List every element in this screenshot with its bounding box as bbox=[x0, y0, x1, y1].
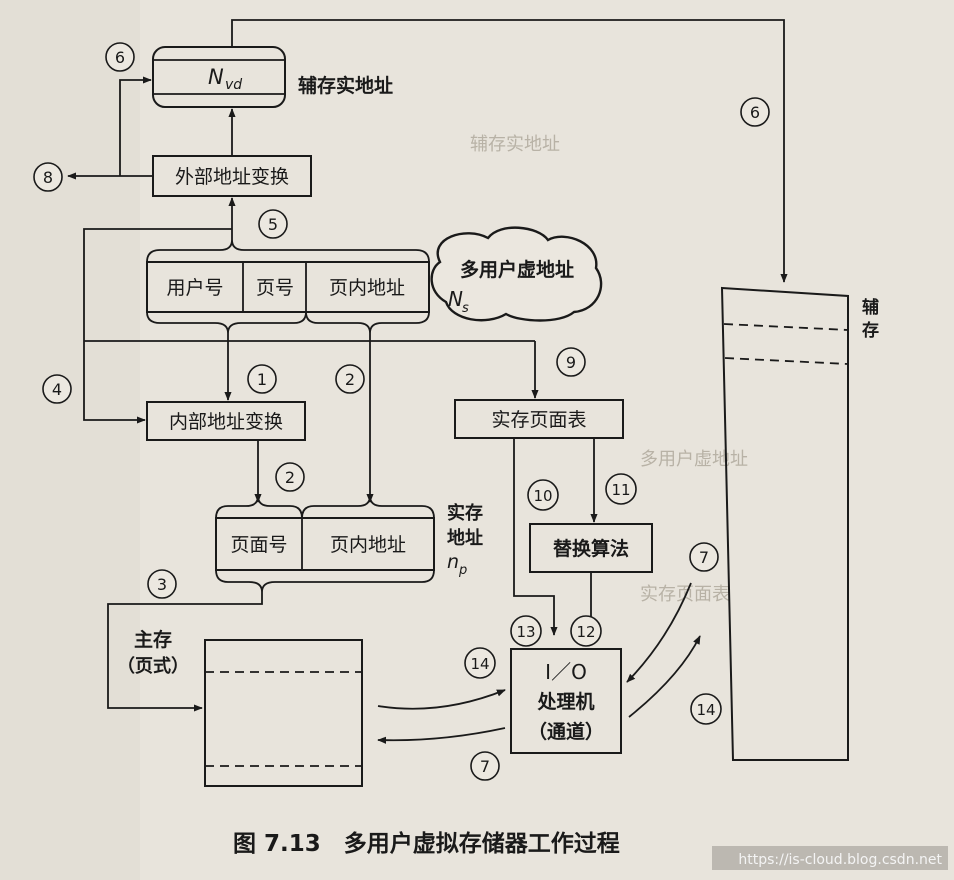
io-processor-label: （通道） bbox=[528, 720, 604, 743]
arrow-7-to-memory bbox=[377, 727, 506, 744]
step-marker-13: 13 bbox=[510, 615, 542, 647]
step-number: 14 bbox=[470, 655, 489, 673]
ns-subscript: s bbox=[462, 301, 469, 316]
arrow-7-from-aux bbox=[626, 582, 692, 683]
step-number: 10 bbox=[533, 487, 552, 505]
step-marker-4: 4 bbox=[42, 374, 72, 404]
step-number: 8 bbox=[43, 168, 53, 187]
main-memory-label: 主存 bbox=[134, 628, 172, 651]
real-page-table-label: 实存页面表 bbox=[491, 409, 586, 431]
step-number: 11 bbox=[611, 481, 630, 499]
step-marker-11: 11 bbox=[605, 473, 637, 505]
step-number: 5 bbox=[268, 215, 278, 234]
step-marker-6: 6 bbox=[105, 42, 135, 72]
page-number-field: 页号 bbox=[256, 277, 294, 299]
external-transform-label: 外部地址变换 bbox=[175, 166, 289, 188]
aux-storage-box bbox=[720, 286, 849, 761]
loop-5 bbox=[83, 228, 232, 341]
io-processor-box bbox=[510, 648, 622, 754]
step-marker-7: 7 bbox=[689, 542, 719, 572]
step-marker-3: 3 bbox=[147, 569, 177, 599]
step-marker-6: 6 bbox=[740, 97, 770, 127]
ns-label: N bbox=[448, 287, 463, 311]
replacement-algorithm-label: 替换算法 bbox=[553, 537, 629, 560]
aux-storage-page-line bbox=[723, 323, 849, 331]
io-processor-label: 处理机 bbox=[536, 690, 594, 713]
arrow-14-to-io bbox=[377, 689, 506, 710]
aux-storage-page-line bbox=[724, 357, 849, 365]
real-address-label: 实存 bbox=[447, 502, 483, 524]
aux-storage-label: 辅 bbox=[862, 297, 879, 318]
step-marker-9: 9 bbox=[556, 347, 586, 377]
step-number: 4 bbox=[52, 380, 62, 399]
internal-transform-box bbox=[146, 401, 306, 441]
nvd-subscript: vd bbox=[225, 77, 242, 93]
arrow-13 bbox=[513, 438, 558, 636]
bleed-through-text: 辅存实地址 bbox=[470, 134, 560, 155]
page-offset-field: 页内地址 bbox=[329, 277, 405, 299]
figure-caption: 图 7.13 多用户虚拟存储器工作过程 bbox=[233, 830, 620, 857]
watermark-backdrop bbox=[712, 846, 948, 870]
paper-shadow bbox=[0, 0, 140, 880]
multi-user-va-label: 多用户虚地址 bbox=[460, 258, 574, 281]
main-memory-box bbox=[204, 639, 363, 787]
aux-storage-label: 存 bbox=[862, 320, 879, 341]
user-number-field: 用户号 bbox=[166, 277, 223, 299]
step-number: 6 bbox=[115, 48, 125, 67]
arrow-to-aux-storage bbox=[231, 19, 788, 283]
step-number: 7 bbox=[699, 548, 709, 567]
np-subscript: p bbox=[458, 563, 467, 578]
real-address-label: 地址 bbox=[447, 527, 483, 549]
arrow-14-to-aux bbox=[628, 635, 701, 718]
step-number: 9 bbox=[566, 353, 576, 372]
step-number: 7 bbox=[480, 757, 490, 776]
real-address-register bbox=[215, 517, 435, 571]
nvd-label: N bbox=[208, 65, 224, 89]
step-marker-14: 14 bbox=[464, 647, 496, 679]
io-processor-label: I／O bbox=[545, 660, 587, 684]
step-number: 1 bbox=[257, 370, 267, 389]
internal-transform-label: 内部地址变换 bbox=[169, 411, 283, 433]
page-offset-field-bottom: 页内地址 bbox=[330, 534, 406, 556]
loop-4 bbox=[83, 341, 146, 424]
real-page-table-box bbox=[454, 399, 624, 439]
step-marker-5: 5 bbox=[258, 209, 288, 239]
step-marker-2: 2 bbox=[335, 364, 365, 394]
top-brace-bottom-left bbox=[215, 495, 303, 519]
arrow-6-left bbox=[119, 76, 152, 176]
bleed-through-text: 实存页面表 bbox=[640, 584, 730, 605]
step-number: 14 bbox=[696, 701, 715, 719]
aux-real-address-label: 辅存实地址 bbox=[298, 74, 393, 97]
virtual-address-register bbox=[146, 261, 430, 313]
step-marker-12: 12 bbox=[570, 615, 602, 647]
step-number: 13 bbox=[516, 623, 535, 641]
watermark-text: https://is-cloud.blog.csdn.net bbox=[738, 852, 942, 868]
aux-real-address-box bbox=[152, 46, 286, 108]
top-brace-bottom-right bbox=[301, 495, 435, 519]
multi-user-va-cloud bbox=[430, 226, 603, 322]
bleed-through-text: 多用户虚地址 bbox=[640, 449, 748, 470]
main-memory-label: （页式） bbox=[117, 655, 189, 677]
step-number: 2 bbox=[345, 370, 355, 389]
step-marker-2: 2 bbox=[275, 462, 305, 492]
step-number: 2 bbox=[285, 468, 295, 487]
page-frame-field: 页面号 bbox=[230, 534, 287, 556]
step-number: 3 bbox=[157, 575, 167, 594]
step-marker-14: 14 bbox=[690, 693, 722, 725]
arrow-3 bbox=[107, 592, 263, 712]
np-label: n bbox=[447, 551, 459, 573]
step-marker-8: 8 bbox=[33, 162, 63, 192]
step-marker-10: 10 bbox=[527, 479, 559, 511]
step-number: 12 bbox=[576, 623, 595, 641]
step-marker-7: 7 bbox=[470, 751, 500, 781]
step-marker-1: 1 bbox=[247, 364, 277, 394]
step-number: 6 bbox=[750, 103, 760, 122]
